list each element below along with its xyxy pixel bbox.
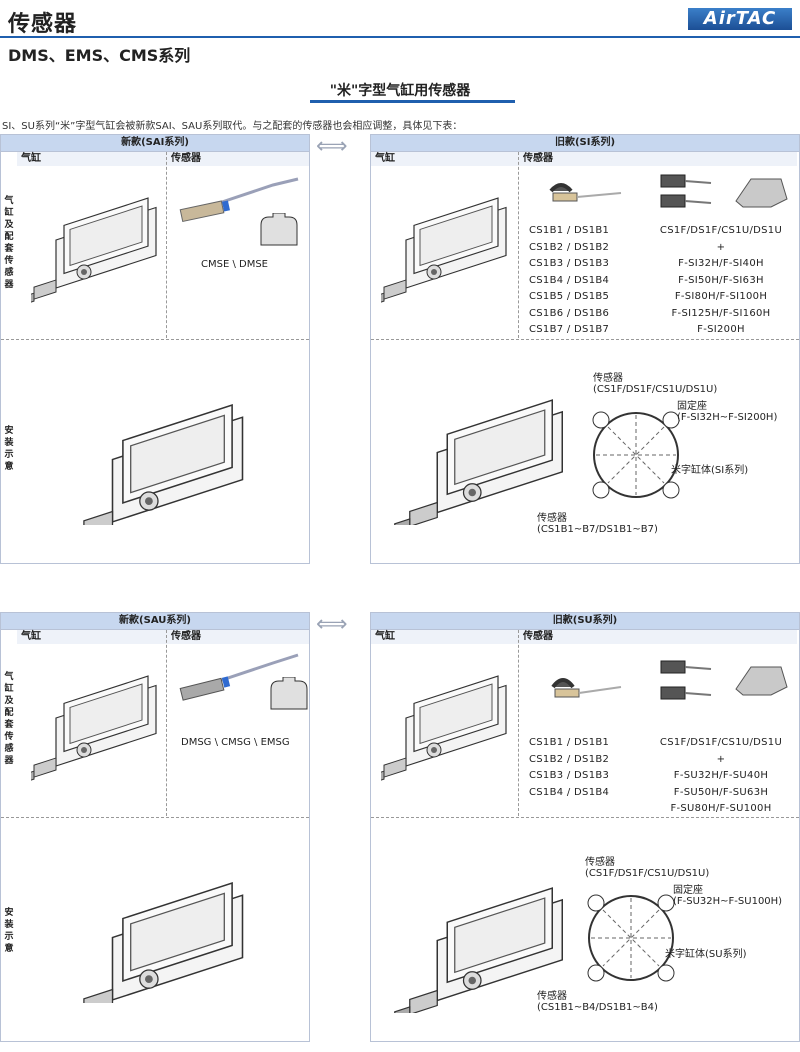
new-sai-header: 新款(SAI系列) xyxy=(1,135,309,152)
cross-section-diagram xyxy=(592,411,680,499)
callout-sensor-bottom: 传感器(CS1B1~B7/DS1B1~B7) xyxy=(537,513,658,535)
new-sau-header: 新款(SAU系列) xyxy=(1,613,309,630)
cylinder-col-header: 气缸 xyxy=(371,630,519,644)
sensor-images xyxy=(551,660,788,700)
vert-label-cylinder: 气缸及配套传感器 xyxy=(4,196,14,290)
page-title: 传感器 xyxy=(8,12,78,37)
vert-label-install: 安装示意 xyxy=(4,426,14,472)
double-arrow-icon: ⟺ xyxy=(316,612,348,637)
series-title: DMS、EMS、CMS系列 xyxy=(8,46,191,65)
cylinder-image xyxy=(31,675,157,783)
callout-mount: 固定座(F-SI32H~F-SI200H) xyxy=(677,401,778,423)
new-sensor-model: CMSE \ DMSE xyxy=(201,259,268,270)
sensor-image xyxy=(179,177,299,223)
old-su-header: 旧款(SU系列) xyxy=(371,613,799,630)
sensor-profile-icon xyxy=(270,677,308,710)
header-rule xyxy=(0,36,800,38)
new-sensor-model: DMSG \ CMSG \ EMSG xyxy=(181,737,290,748)
double-arrow-icon: ⟺ xyxy=(316,134,348,159)
sensor-images xyxy=(549,174,788,208)
cylinder-image xyxy=(381,197,507,305)
sensor-image xyxy=(179,653,299,701)
sensor-col-header: 传感器 xyxy=(167,152,309,166)
callout-body: 米字缸体(SU系列) xyxy=(665,949,747,960)
vert-label-cylinder: 气缸及配套传感器 xyxy=(4,672,14,766)
install-image xyxy=(67,882,244,1003)
cylinder-col-header: 气缸 xyxy=(371,152,519,166)
sensor-profile-icon xyxy=(260,213,298,246)
callout-sensor-bottom: 传感器(CS1B1~B4/DS1B1~B4) xyxy=(537,991,658,1013)
sensor-col-header: 传感器 xyxy=(519,630,797,644)
install-image xyxy=(67,404,244,525)
cross-section-diagram xyxy=(587,894,675,982)
callout-sensor-top: 传感器(CS1F/DS1F/CS1U/DS1U) xyxy=(593,373,718,395)
cylinder-image xyxy=(381,675,507,783)
new-sai-panel: 新款(SAI系列) 气缸 传感器 气缸及配套传感器 安装示意 CMSE \ DM… xyxy=(0,134,310,564)
sensor-col-header: 传感器 xyxy=(519,152,797,166)
cylinder-col-header: 气缸 xyxy=(17,630,167,644)
vert-label-install: 安装示意 xyxy=(4,908,14,954)
intro-text: SI、SU系列“米”字型气缸会被新款SAI、SAU系列取代。与之配套的传感器也会… xyxy=(2,121,463,132)
old-si-header: 旧款(SI系列) xyxy=(371,135,799,152)
callout-sensor-top: 传感器(CS1F/DS1F/CS1U/DS1U) xyxy=(585,857,710,879)
cylinder-image xyxy=(31,197,157,305)
section-rule xyxy=(310,100,515,103)
callout-mount: 固定座(F-SU32H~F-SU100H) xyxy=(673,885,783,907)
brand-logo: AirTAC xyxy=(688,8,792,30)
sensor-col-header: 传感器 xyxy=(167,630,309,644)
cylinder-col-header: 气缸 xyxy=(17,152,167,166)
install-image xyxy=(394,399,563,525)
new-sau-panel: 新款(SAU系列) 气缸 传感器 气缸及配套传感器 安装示意 DMSG \ CM… xyxy=(0,612,310,1042)
section-title: "米"字型气缸用传感器 xyxy=(329,83,471,99)
callout-body: 米字缸体(SI系列) xyxy=(671,465,749,476)
